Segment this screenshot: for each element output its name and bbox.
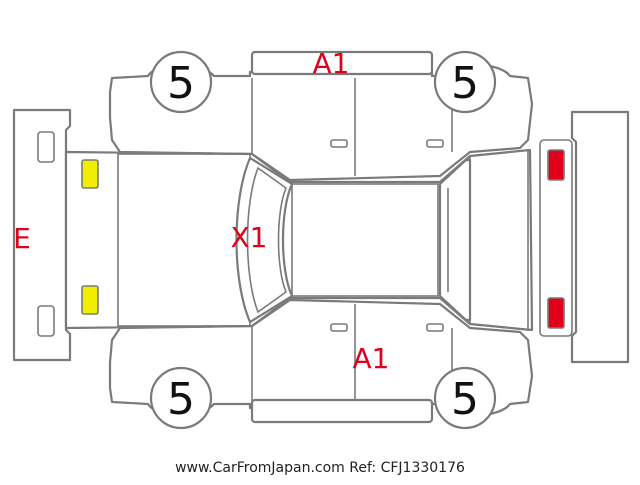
front-bumper	[12, 108, 72, 362]
damage-mark-bottom-doors: A1	[353, 342, 390, 375]
top-rear-door-handle	[426, 139, 444, 148]
damage-mark-front-bumper: E	[13, 222, 31, 255]
front-bumper-slot-top	[37, 131, 55, 163]
rear-lamp-housing	[539, 139, 573, 337]
tire-front-right: 5	[149, 366, 213, 430]
tire-tread-front-left: 5	[167, 58, 195, 109]
rear-window	[438, 158, 472, 322]
top-front-door-handle	[330, 139, 348, 148]
bottom-rear-door-handle	[426, 323, 444, 332]
damage-mark-top-doors: A1	[313, 47, 350, 80]
damage-mark-windshield: X1	[231, 221, 268, 254]
tailgate	[469, 149, 529, 331]
tire-tread-rear-left: 5	[451, 58, 479, 109]
front-lamp-top	[81, 159, 99, 189]
rear-bumper	[570, 110, 630, 364]
tire-tread-front-right: 5	[167, 374, 195, 425]
rear-lamp-top	[547, 149, 565, 181]
front-bumper-slot-bottom	[37, 305, 55, 337]
tire-rear-left: 5	[433, 50, 497, 114]
tire-front-left: 5	[149, 50, 213, 114]
bottom-rail	[250, 398, 434, 424]
bottom-front-door-handle	[330, 323, 348, 332]
front-lamp-bottom	[81, 285, 99, 315]
roof	[291, 183, 439, 297]
top-rail	[250, 50, 434, 76]
tire-tread-rear-right: 5	[451, 374, 479, 425]
tire-rear-right: 5	[433, 366, 497, 430]
footer-reference: www.CarFromJapan.com Ref: CFJ1330176	[175, 460, 465, 476]
rear-lamp-bottom	[547, 297, 565, 329]
windshield-inner	[246, 166, 287, 314]
